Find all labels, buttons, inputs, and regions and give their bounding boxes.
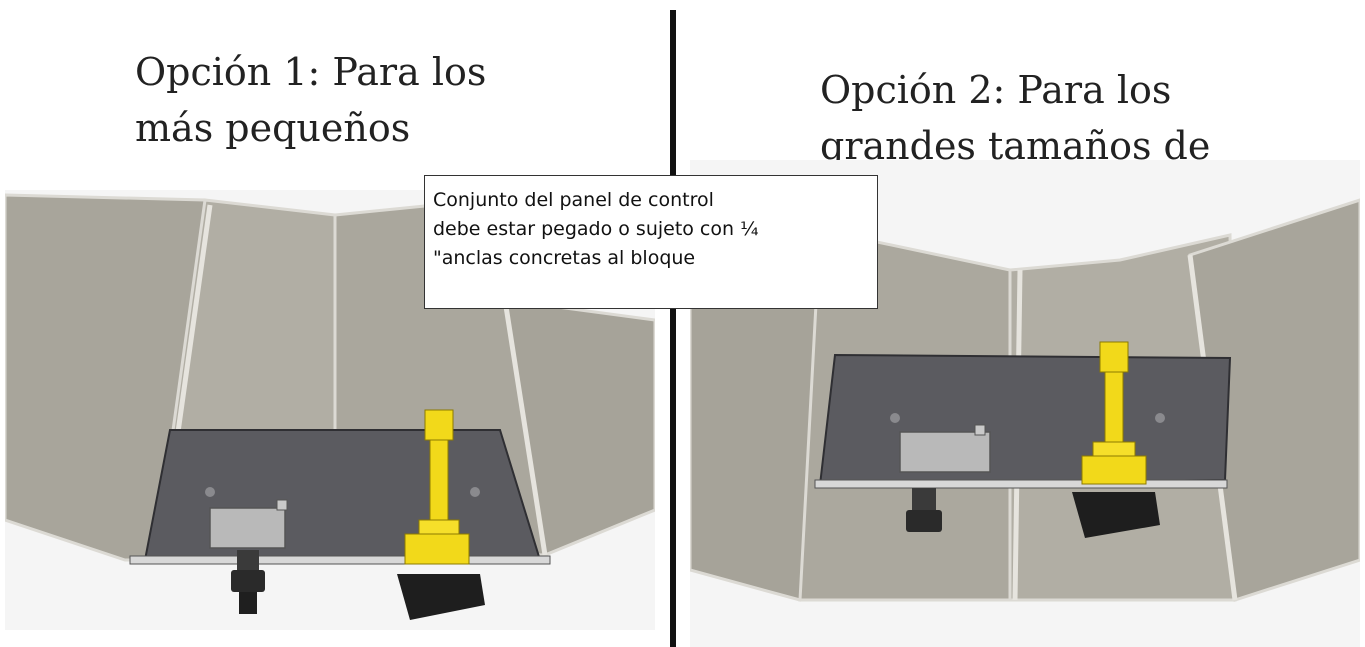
mounting-note-callout: Conjunto del panel de control debe estar… [424,175,878,309]
callout-line-3: "anclas concretas al bloque [433,247,696,269]
option-2-title-line-1: Opción 2: Para los [820,68,1172,112]
fitting-collar [1092,441,1136,457]
panel-edge [502,299,548,556]
fitting-base [404,533,470,565]
vertical-divider [670,10,676,647]
mounting-hole [205,487,215,497]
fitting-top [424,409,454,441]
control-box [899,431,991,473]
fitting-black-block [1072,492,1160,538]
option-1-title: Opción 1: Para los más pequeños [135,44,486,156]
fitting-top [1099,341,1129,373]
control-box [209,507,286,549]
mounting-hole [470,487,480,497]
fitting-stem [429,439,449,521]
mounting-plate [143,429,542,561]
fitting-stem [1104,371,1124,443]
valve-body [912,488,936,510]
plate-base [129,555,551,565]
mounting-hole [1155,413,1165,423]
callout-line-2: debe estar pegado o sujeto con ¼ [433,218,759,240]
option-1-title-line-1: Opción 1: Para los [135,50,487,94]
fitting-collar [418,519,460,535]
mounting-hole [890,413,900,423]
valve-stem [239,592,257,614]
valve-body [237,550,259,570]
callout-line-1: Conjunto del panel de control [433,189,714,211]
fitting-base [1081,455,1147,485]
valve-connector [231,570,265,592]
option-2-title: Opción 2: Para los grandes tamaños de [820,62,1210,174]
valve-connector [906,510,942,532]
fitting-black-block [397,574,485,620]
control-box-knob [276,499,288,511]
option-1-title-line-2: más pequeños [135,106,411,150]
option-2-illustration [690,160,1360,647]
plate-base [814,479,1228,489]
control-box-knob [974,424,986,436]
mounting-plate [818,353,1232,487]
